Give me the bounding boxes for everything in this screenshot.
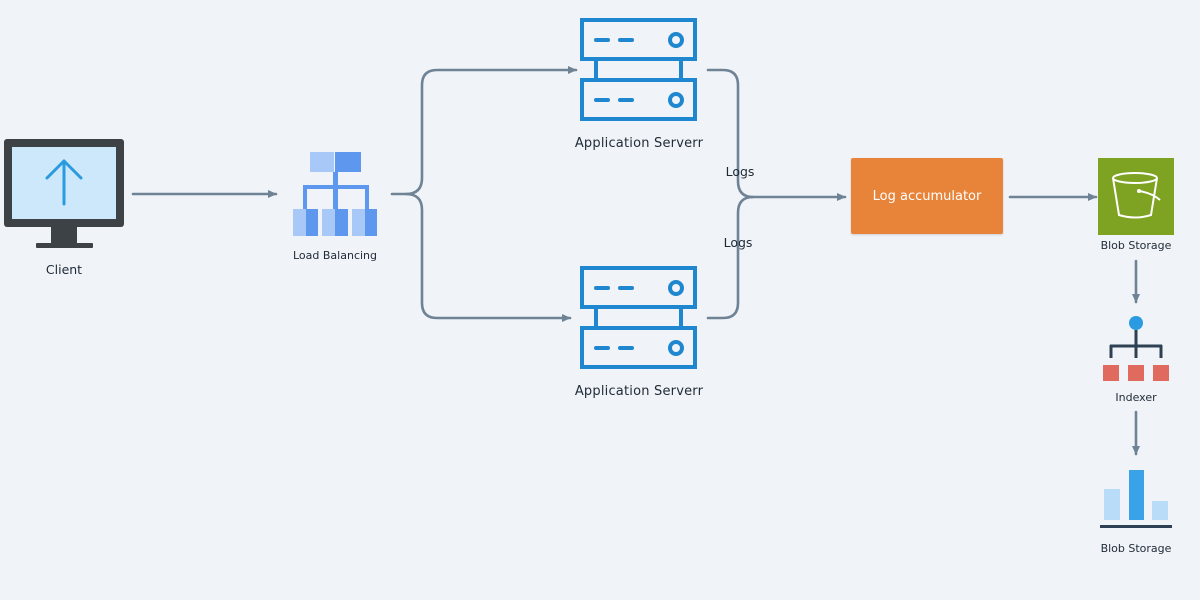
lb-split-connector xyxy=(390,66,578,196)
server-rack-icon xyxy=(580,266,697,369)
tree-index-icon xyxy=(1103,316,1169,381)
client-label: Client xyxy=(45,262,83,277)
server-top-logs-connector xyxy=(706,68,847,201)
server-rack-icon xyxy=(580,18,697,121)
log-accumulator-label: Log accumulator xyxy=(872,188,982,204)
server-top-label: Application Serverr xyxy=(574,136,704,151)
logs-bottom-label: Logs xyxy=(723,235,753,250)
bucket-icon xyxy=(1098,158,1174,235)
monitor-upload-icon xyxy=(4,139,124,248)
logs-top-label: Logs xyxy=(725,164,755,179)
log-accumulator-box: Log accumulator xyxy=(851,158,1003,234)
hierarchy-icon xyxy=(293,152,377,236)
lb-to-server-bottom-arrow xyxy=(404,192,572,322)
blob-storage-2-label: Blob Storage xyxy=(1100,542,1172,555)
bar-chart-storage-icon xyxy=(1100,470,1172,528)
indexer-label: Indexer xyxy=(1115,391,1157,404)
server-bottom-label: Application Serverr xyxy=(574,384,704,399)
blob-storage-label: Blob Storage xyxy=(1100,239,1172,252)
server-bottom-logs-connector xyxy=(706,195,755,320)
load-balancing-label: Load Balancing xyxy=(293,249,377,262)
